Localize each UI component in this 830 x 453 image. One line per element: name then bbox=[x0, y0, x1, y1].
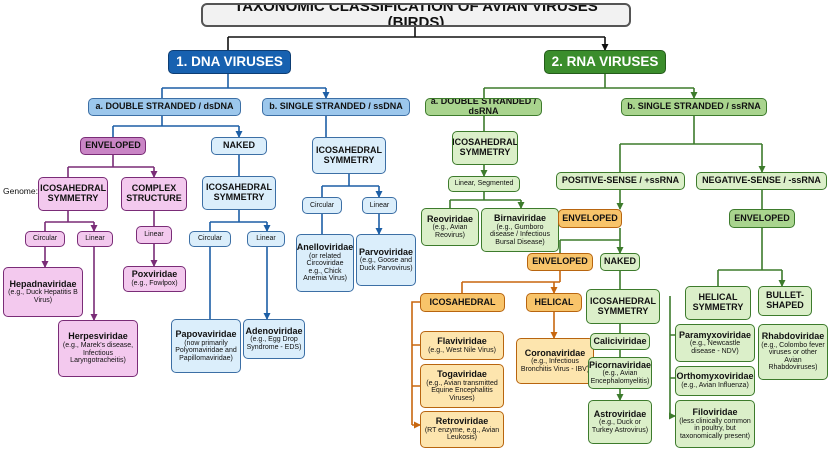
family-reoviridae: Reoviridae (e.g., Avian Reovirus) bbox=[421, 208, 479, 246]
family-note: (e.g., Duck or Turkey Astrovirus) bbox=[591, 419, 649, 434]
diagram-title: TAXONOMIC CLASSIFICATION OF AVIAN VIRUSE… bbox=[201, 3, 631, 27]
family-paramyxoviridae: Paramyxoviridae (e.g., Newcastle disease… bbox=[675, 324, 755, 362]
circular-label: Circular bbox=[302, 197, 342, 214]
genome-label: Genome: bbox=[3, 186, 38, 196]
family-retroviridae: Retroviridae (RT enzyme, e.g., Avian Leu… bbox=[420, 411, 504, 448]
family-caliciviridae: Caliciviridae bbox=[590, 333, 650, 350]
family-note: (or related Circoviridae e.g., Chick Ane… bbox=[303, 252, 347, 283]
family-coronaviridae: Coronaviridae (e.g., Infectious Bronchit… bbox=[516, 338, 594, 384]
linear-label: Linear bbox=[362, 197, 397, 214]
family-note: (e.g., Infectious Bronchitis Virus - IBV… bbox=[520, 358, 590, 373]
linear-label: Linear bbox=[136, 226, 172, 244]
bullet-shaped-node: BULLET-SHAPED bbox=[758, 286, 812, 316]
circular-label: Circular bbox=[189, 231, 231, 247]
family-note: (e.g., Egg Drop Syndrome - EDS) bbox=[246, 336, 302, 351]
family-name: Herpesviridae bbox=[68, 331, 128, 342]
family-name: Adenoviridae bbox=[245, 325, 303, 336]
naked-icosahedral-node: ICOSAHEDRAL SYMMETRY bbox=[586, 289, 660, 324]
rna-viruses-heading: 2. RNA VIRUSES bbox=[544, 50, 666, 74]
family-note: (e.g., Colombo fever viruses or other Av… bbox=[761, 341, 825, 372]
pos-enveloped2-node: ENVELOPED bbox=[527, 253, 593, 271]
family-note: (e.g., Marek's disease, Infectious Laryn… bbox=[62, 342, 134, 365]
family-note: (RT enzyme, e.g., Avian Leukosis) bbox=[424, 426, 500, 442]
ssdna-node: b. SINGLE STRANDED / ssDNA bbox=[262, 98, 410, 116]
family-astroviridae: Astroviridae (e.g., Duck or Turkey Astro… bbox=[588, 400, 652, 444]
icosahedral-node: ICOSAHEDRAL bbox=[420, 293, 505, 312]
family-orthomyxoviridae: Orthomyxoviridae (e.g., Avian Influenza) bbox=[675, 366, 755, 396]
family-name: Hepadnaviridae bbox=[9, 278, 77, 289]
family-name: Flaviviridae bbox=[437, 335, 487, 346]
family-name: Reoviridae bbox=[426, 213, 474, 224]
ds-icosahedral-node: ICOSAHEDRAL SYMMETRY bbox=[452, 131, 518, 165]
family-name: Paramyxoviridae bbox=[678, 329, 752, 340]
dsdna-node: a. DOUBLE STRANDED / dsDNA bbox=[88, 98, 241, 116]
family-togaviridae: Togaviridae (e.g., Avian transmitted Equ… bbox=[420, 364, 504, 408]
family-name: Rhabdoviridae bbox=[761, 331, 825, 342]
linear-label: Linear bbox=[77, 231, 113, 247]
naked-icosahedral-node: ICOSAHEDRAL SYMMETRY bbox=[202, 176, 276, 210]
env-complex-node: COMPLEX STRUCTURE bbox=[121, 177, 187, 211]
family-name: Togaviridae bbox=[437, 368, 487, 379]
family-anelloviridae: Anelloviridae (or related Circoviridae e… bbox=[296, 234, 354, 292]
family-name: Birnaviridae bbox=[493, 212, 547, 223]
family-name: Coronaviridae bbox=[524, 347, 586, 358]
family-birnaviridae: Birnaviridae (e.g., Gumboro disease / In… bbox=[481, 208, 559, 252]
family-note: (less clinically common in poultry, but … bbox=[679, 417, 751, 440]
family-flaviviridae: Flaviviridae (e.g., West Nile Virus) bbox=[420, 331, 504, 360]
circular-label: Circular bbox=[25, 231, 65, 247]
negative-sense-node: NEGATIVE-SENSE / -ssRNA bbox=[696, 172, 827, 190]
neg-enveloped-node: ENVELOPED bbox=[729, 209, 795, 228]
pos-enveloped-node: ENVELOPED bbox=[558, 209, 622, 228]
family-papovaviridae: Papovaviridae (now primarily Polyomaviri… bbox=[171, 319, 241, 373]
ss-icosahedral-node: ICOSAHEDRAL SYMMETRY bbox=[312, 137, 386, 174]
family-picornaviridae: Picornaviridae (e.g., Avian Encephalomye… bbox=[588, 357, 652, 389]
family-note: (e.g., Avian Encephalomyelitis) bbox=[590, 370, 650, 385]
dsrna-node: a. DOUBLE STRANDED / dsRNA bbox=[425, 98, 542, 116]
family-note: (e.g., Gumboro disease / Infectious Burs… bbox=[490, 223, 550, 246]
family-name: Poxviridae bbox=[131, 269, 178, 280]
family-adenoviridae: Adenoviridae (e.g., Egg Drop Syndrome - … bbox=[243, 319, 305, 359]
pos-naked-node: NAKED bbox=[600, 253, 640, 271]
family-note: (e.g., Newcastle disease - NDV) bbox=[689, 340, 741, 355]
env-icosahedral-node: ICOSAHEDRAL SYMMETRY bbox=[38, 177, 108, 211]
family-note: (e.g., West Nile Virus) bbox=[428, 346, 496, 354]
family-note: (e.g., Avian Reovirus) bbox=[432, 224, 468, 239]
family-note: (e.g., Avian Influenza) bbox=[681, 382, 749, 390]
family-rhabdoviridae: Rhabdoviridae (e.g., Colombo fever virus… bbox=[758, 324, 828, 380]
dna-enveloped-node: ENVELOPED bbox=[80, 137, 146, 155]
family-hepadnaviridae: Hepadnaviridae (e.g., Duck Hepatitis B V… bbox=[3, 267, 83, 317]
family-name: Papovaviridae bbox=[175, 328, 237, 339]
family-parvoviridae: Parvoviridae (e.g., Goose and Duck Parvo… bbox=[356, 234, 416, 286]
family-name: Filoviridae bbox=[692, 406, 738, 417]
family-name: Caliciviridae bbox=[593, 335, 647, 346]
family-name: Parvoviridae bbox=[358, 246, 414, 257]
family-herpesviridae: Herpesviridae (e.g., Marek's disease, In… bbox=[58, 320, 138, 377]
linear-label: Linear bbox=[247, 231, 285, 247]
dna-naked-node: NAKED bbox=[211, 137, 267, 155]
helical-symmetry-node: HELICAL SYMMETRY bbox=[685, 286, 751, 320]
family-name: Anelloviridae bbox=[296, 242, 354, 253]
dna-viruses-heading: 1. DNA VIRUSES bbox=[168, 50, 291, 74]
ssrna-node: b. SINGLE STRANDED / ssRNA bbox=[621, 98, 767, 116]
family-note: (e.g., Avian transmitted Equine Encephal… bbox=[426, 379, 498, 402]
positive-sense-node: POSITIVE-SENSE / +ssRNA bbox=[556, 172, 685, 190]
family-note: (e.g., Fowlpox) bbox=[131, 280, 178, 288]
family-name: Astroviridae bbox=[593, 408, 647, 419]
family-note: (e.g., Goose and Duck Parvovirus) bbox=[359, 257, 413, 272]
family-filoviridae: Filoviridae (less clinically common in p… bbox=[675, 400, 755, 448]
family-note: (e.g., Duck Hepatitis B Virus) bbox=[8, 289, 78, 304]
linear-segmented-label: Linear, Segmented bbox=[448, 176, 520, 192]
family-poxviridae: Poxviridae (e.g., Fowlpox) bbox=[123, 266, 186, 292]
family-note: (now primarily Polyomaviridae and Papill… bbox=[175, 339, 237, 362]
family-name: Picornaviridae bbox=[588, 359, 652, 370]
helical-node: HELICAL bbox=[526, 293, 582, 312]
family-name: Orthomyxoviridae bbox=[676, 371, 754, 382]
family-name: Retroviridae bbox=[435, 416, 489, 427]
